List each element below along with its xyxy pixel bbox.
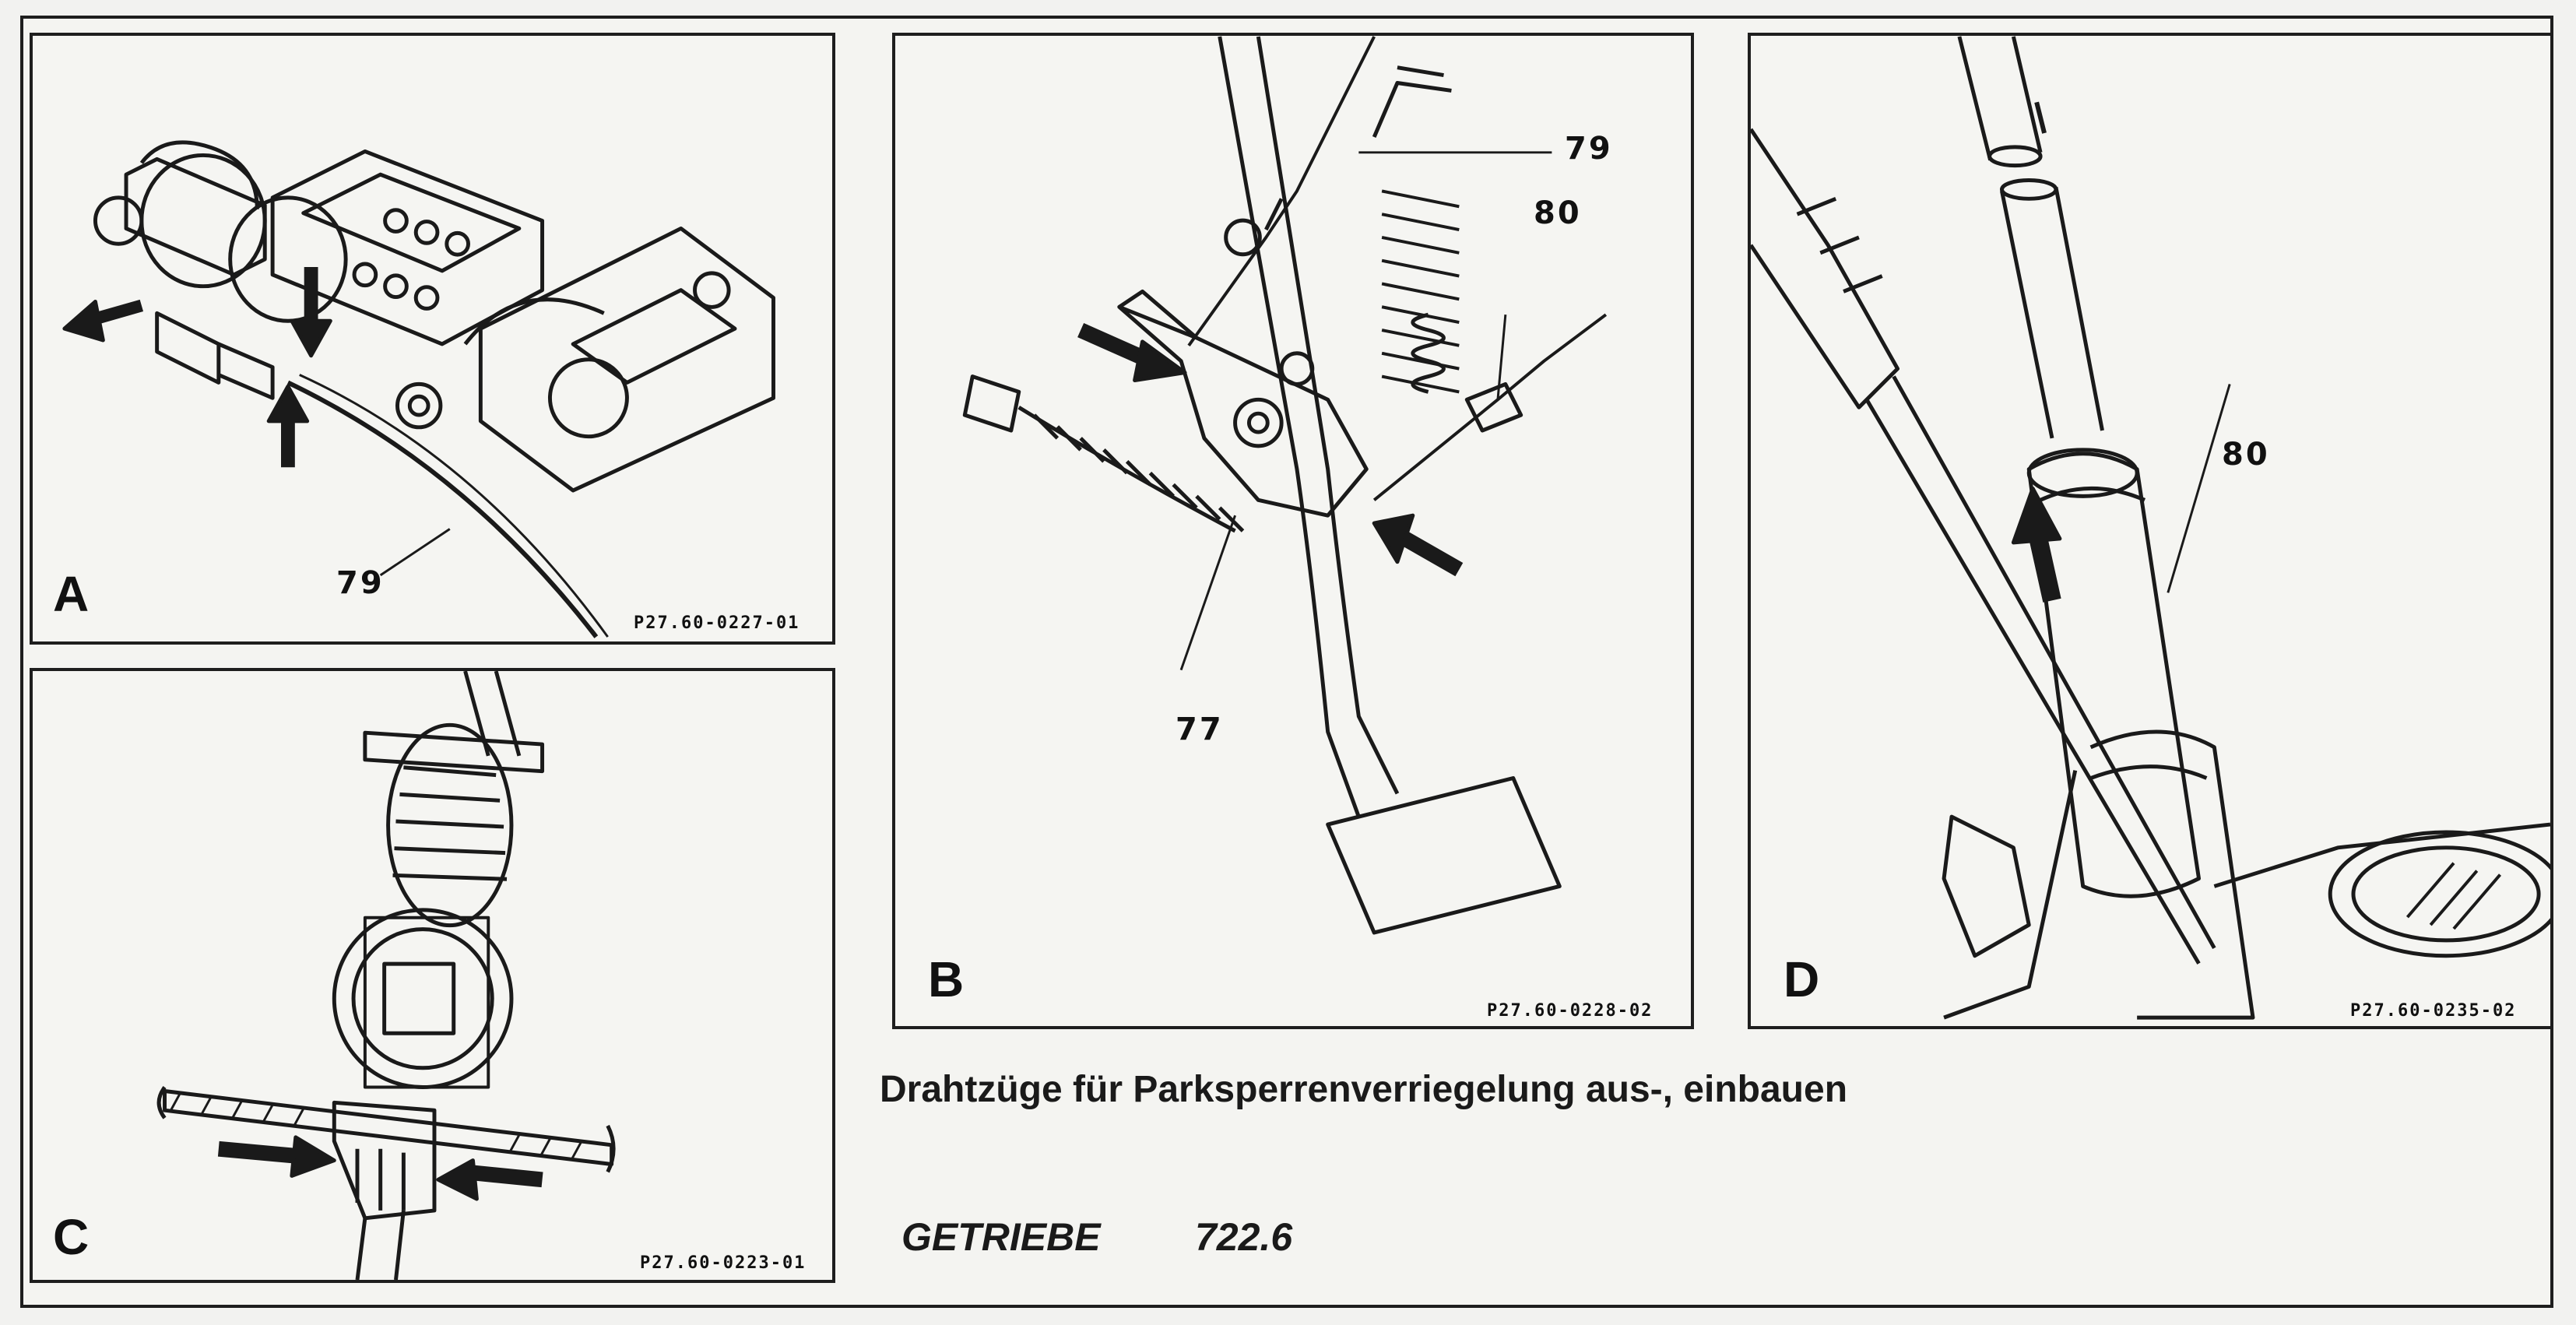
panel-letter: D [1784, 951, 1820, 1007]
panel-d: 80 D P27.60-0235-02 [1748, 33, 2553, 1029]
panel-d-illustration [1751, 36, 2550, 1020]
callout-80: 80 [2222, 437, 2270, 473]
figure-code: P27.60-0227-01 [634, 613, 800, 633]
panel-letter: C [53, 1209, 90, 1265]
callout-79: 79 [1565, 131, 1613, 167]
panel-a-illustration [62, 140, 775, 638]
panel-b: 79 80 77 B P27.60-0228-02 [892, 33, 1694, 1029]
callout-80: 80 [1534, 195, 1582, 231]
panel-letter: A [53, 566, 90, 622]
footer-number: 722.6 [1195, 1215, 1293, 1259]
panel-c: C P27.60-0223-01 [30, 668, 835, 1283]
figure-code: P27.60-0223-01 [640, 1253, 807, 1273]
callout-77: 77 [1176, 712, 1224, 747]
figure-caption: Drahtzüge für Parksperrenverriegelung au… [880, 1069, 1848, 1110]
figure-code: P27.60-0228-02 [1487, 1001, 1653, 1021]
panel-a: 79 A P27.60-0227-01 [30, 33, 835, 645]
footer-label: GETRIEBE [901, 1215, 1101, 1259]
panel-b-illustration [962, 36, 1608, 935]
panel-c-illustration [156, 671, 616, 1280]
panel-letter: B [928, 951, 965, 1007]
callout-79: 79 [336, 565, 385, 601]
figure-code: P27.60-0235-02 [2350, 1001, 2517, 1021]
